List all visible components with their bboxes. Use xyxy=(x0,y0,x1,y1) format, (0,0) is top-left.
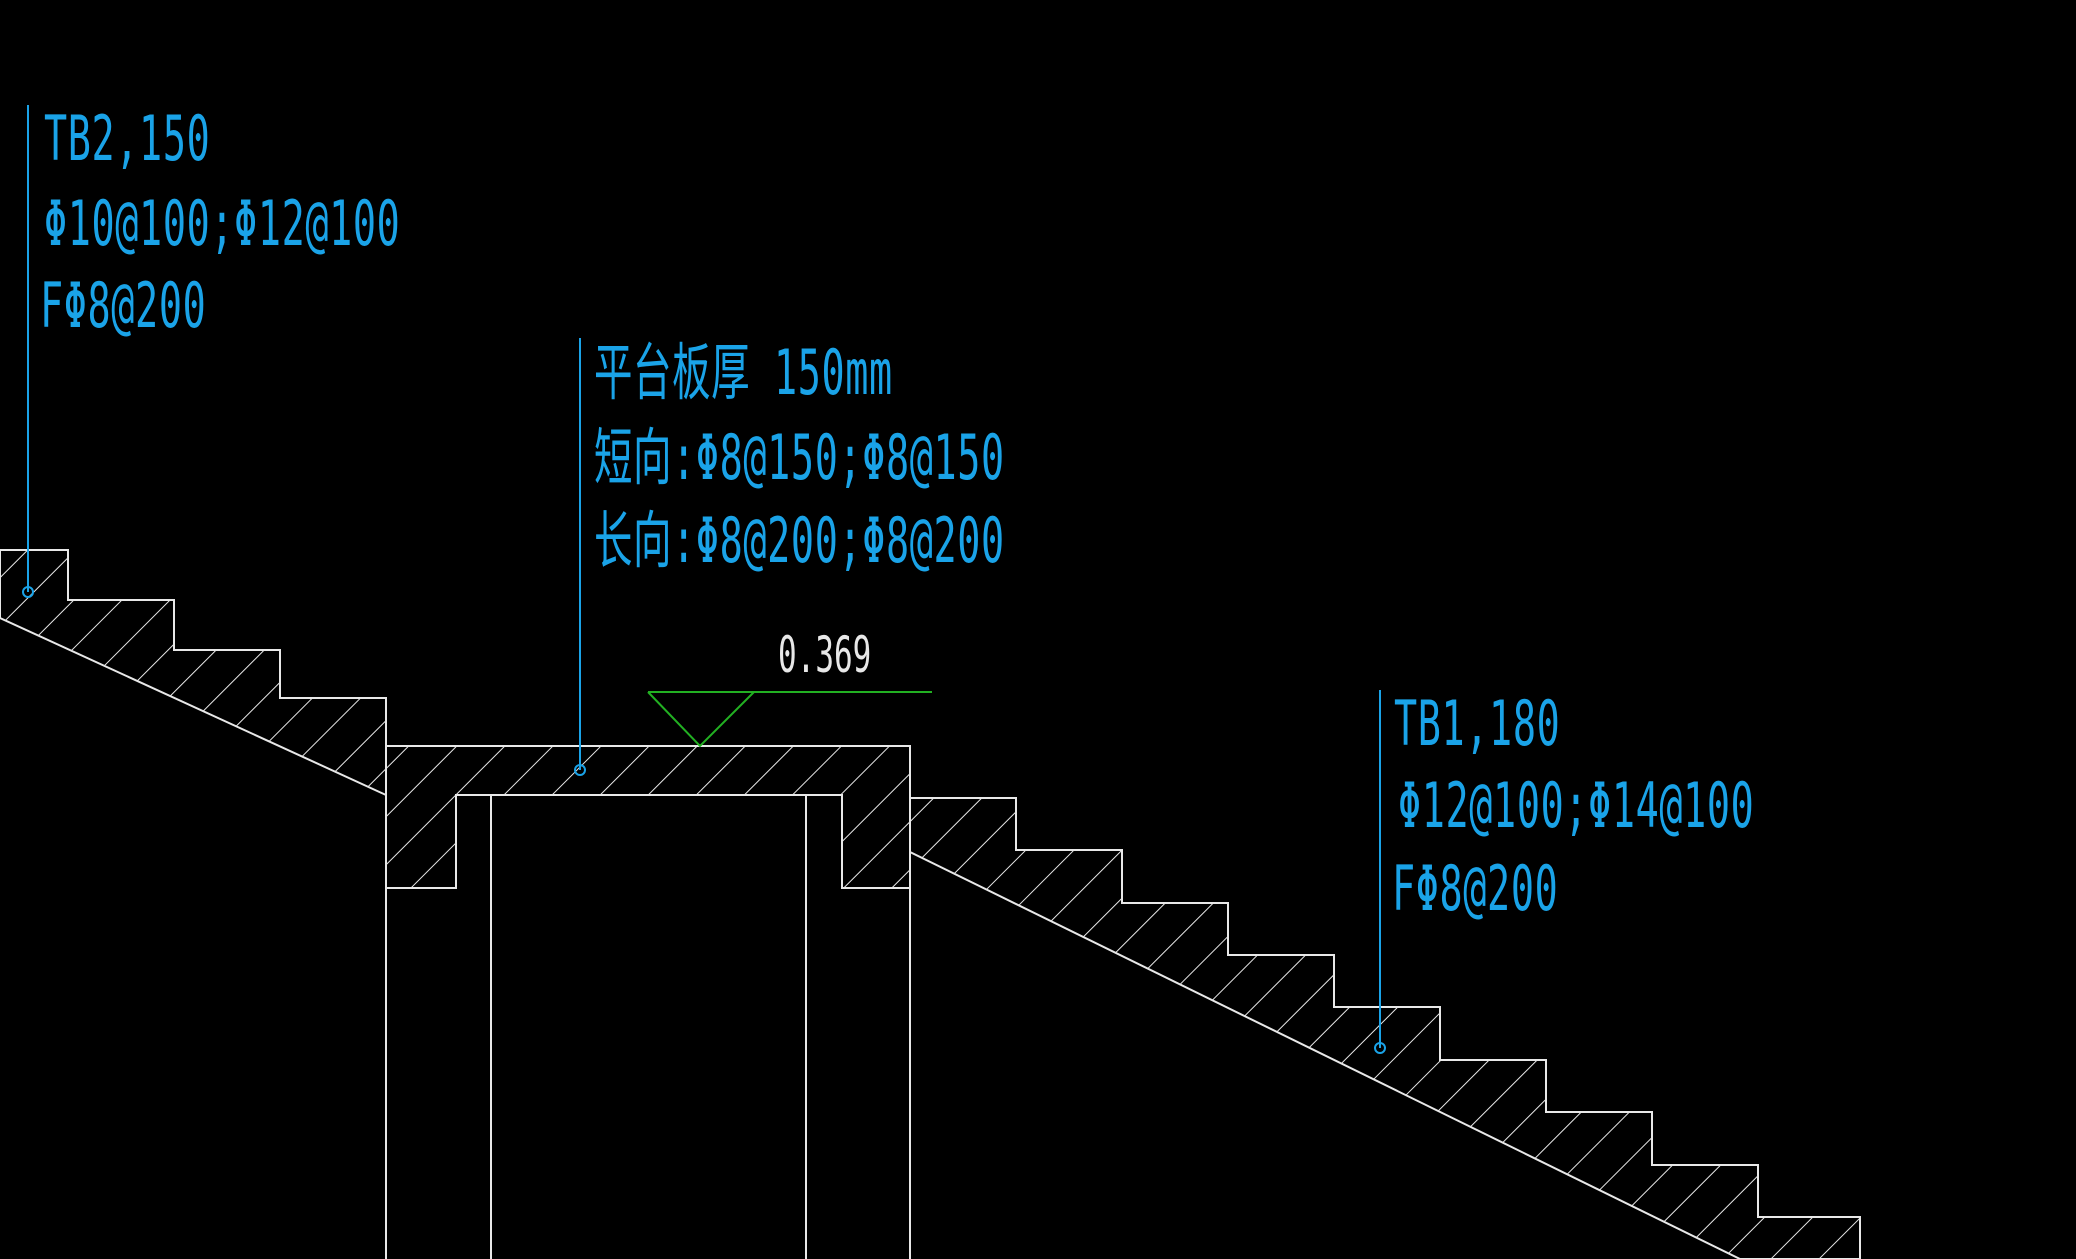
stair-flight-tb2 xyxy=(0,549,387,797)
leader-tb2-dot xyxy=(22,586,34,598)
platform-slab-section xyxy=(385,745,911,889)
support-walls xyxy=(385,795,911,1259)
platform-label-line1: 平台板厚 150mm xyxy=(594,336,893,409)
platform-label-line2: 短向:Φ8@150;Φ8@150 xyxy=(594,421,1005,494)
tb2-label-line3: FΦ8@200 xyxy=(40,269,207,342)
platform-label-line3: 长向:Φ8@200;Φ8@200 xyxy=(594,504,1005,577)
stair-flight-tb1 xyxy=(909,797,1861,1259)
elevation-marker xyxy=(647,691,932,748)
tb1-label-line3: FΦ8@200 xyxy=(1392,852,1559,925)
tb2-label-line2: Φ10@100;Φ12@100 xyxy=(44,187,401,260)
stair-tb1-section xyxy=(909,797,1861,1259)
elevation-value: 0.369 xyxy=(778,626,872,684)
landing-platform xyxy=(385,745,911,889)
leader-platform-dot xyxy=(574,764,586,776)
tb1-label-line2: Φ12@100;Φ14@100 xyxy=(1398,769,1755,842)
tb1-label-line1: TB1,180 xyxy=(1394,687,1561,760)
stair-tb2-section xyxy=(0,549,387,797)
tb2-label-line1: TB2,150 xyxy=(44,102,211,175)
leader-tb1-dot xyxy=(1374,1042,1386,1054)
annotation-leaders xyxy=(22,105,1386,1054)
